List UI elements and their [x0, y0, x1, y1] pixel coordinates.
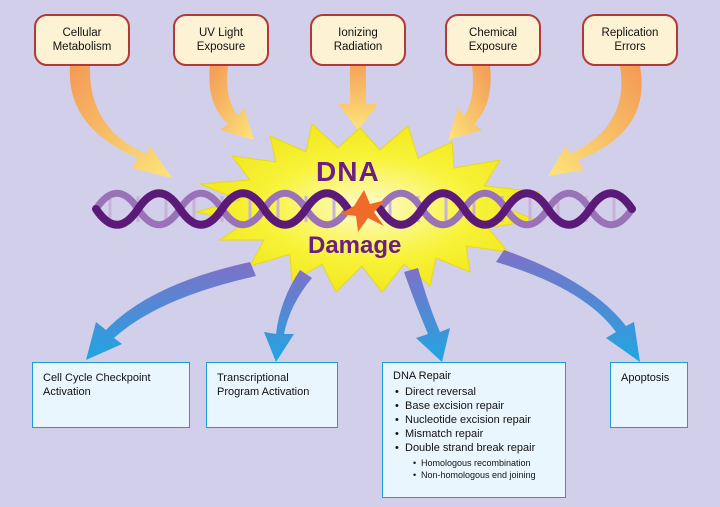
- source-uv-light-exposure: UV Light Exposure: [173, 14, 269, 66]
- source-replication-errors: Replication Errors: [582, 14, 678, 66]
- arrow-to-transcription: [264, 270, 312, 362]
- outcome-dna-repair: DNA Repair Direct reversal Base excision…: [382, 362, 566, 498]
- dna-title: DNA: [316, 156, 380, 187]
- repair-method: Direct reversal: [393, 385, 555, 399]
- source-chemical-exposure: Chemical Exposure: [445, 14, 541, 66]
- arrow-replication-errors: [548, 66, 642, 176]
- repair-method: Mismatch repair: [393, 427, 555, 441]
- dsb-repair-sublist: Homologous recombination Non-homologous …: [393, 457, 555, 481]
- outcome-apoptosis: Apoptosis: [610, 362, 688, 428]
- outcome-transcriptional-program: Transcriptional Program Activation: [206, 362, 338, 428]
- source-label: Replication Errors: [601, 27, 659, 53]
- repair-title: DNA Repair: [393, 370, 452, 382]
- repair-methods-list: Direct reversal Base excision repair Nuc…: [393, 385, 555, 455]
- dna-helix: [92, 189, 636, 232]
- helix-strand-front: [92, 189, 636, 229]
- repair-method: Double strand break repair: [393, 441, 555, 455]
- arrow-uv-light: [209, 66, 254, 140]
- source-ionizing-radiation: Ionizing Radiation: [310, 14, 406, 66]
- arrow-ionizing-radiation: [338, 66, 378, 130]
- input-arrows: [69, 66, 642, 178]
- dsb-repair-method: Non-homologous end joining: [393, 469, 555, 481]
- source-cellular-metabolism: Cellular Metabolism: [34, 14, 130, 66]
- arrow-cellular-metabolism: [69, 66, 172, 178]
- outcome-title: Apoptosis: [621, 372, 670, 384]
- repair-method: Base excision repair: [393, 399, 555, 413]
- outcome-title: Transcriptional Program Activation: [217, 372, 310, 398]
- source-label: Ionizing Radiation: [333, 27, 383, 53]
- arrow-to-repair: [404, 268, 450, 362]
- outcome-title: Cell Cycle Checkpoint Activation: [43, 372, 151, 398]
- repair-method: Nucleotide excision repair: [393, 413, 555, 427]
- break-spark: [340, 190, 386, 232]
- arrow-to-checkpoint: [86, 262, 256, 360]
- source-label: Chemical Exposure: [468, 27, 518, 53]
- source-label: Cellular Metabolism: [52, 27, 112, 53]
- arrow-to-apoptosis: [496, 250, 640, 362]
- outcome-cell-cycle-checkpoint: Cell Cycle Checkpoint Activation: [32, 362, 190, 428]
- arrow-chemical-exposure: [448, 66, 491, 140]
- dsb-repair-method: Homologous recombination: [393, 457, 555, 469]
- source-label: UV Light Exposure: [196, 27, 246, 53]
- output-arrows: [86, 250, 640, 362]
- damage-title: Damage: [308, 232, 402, 259]
